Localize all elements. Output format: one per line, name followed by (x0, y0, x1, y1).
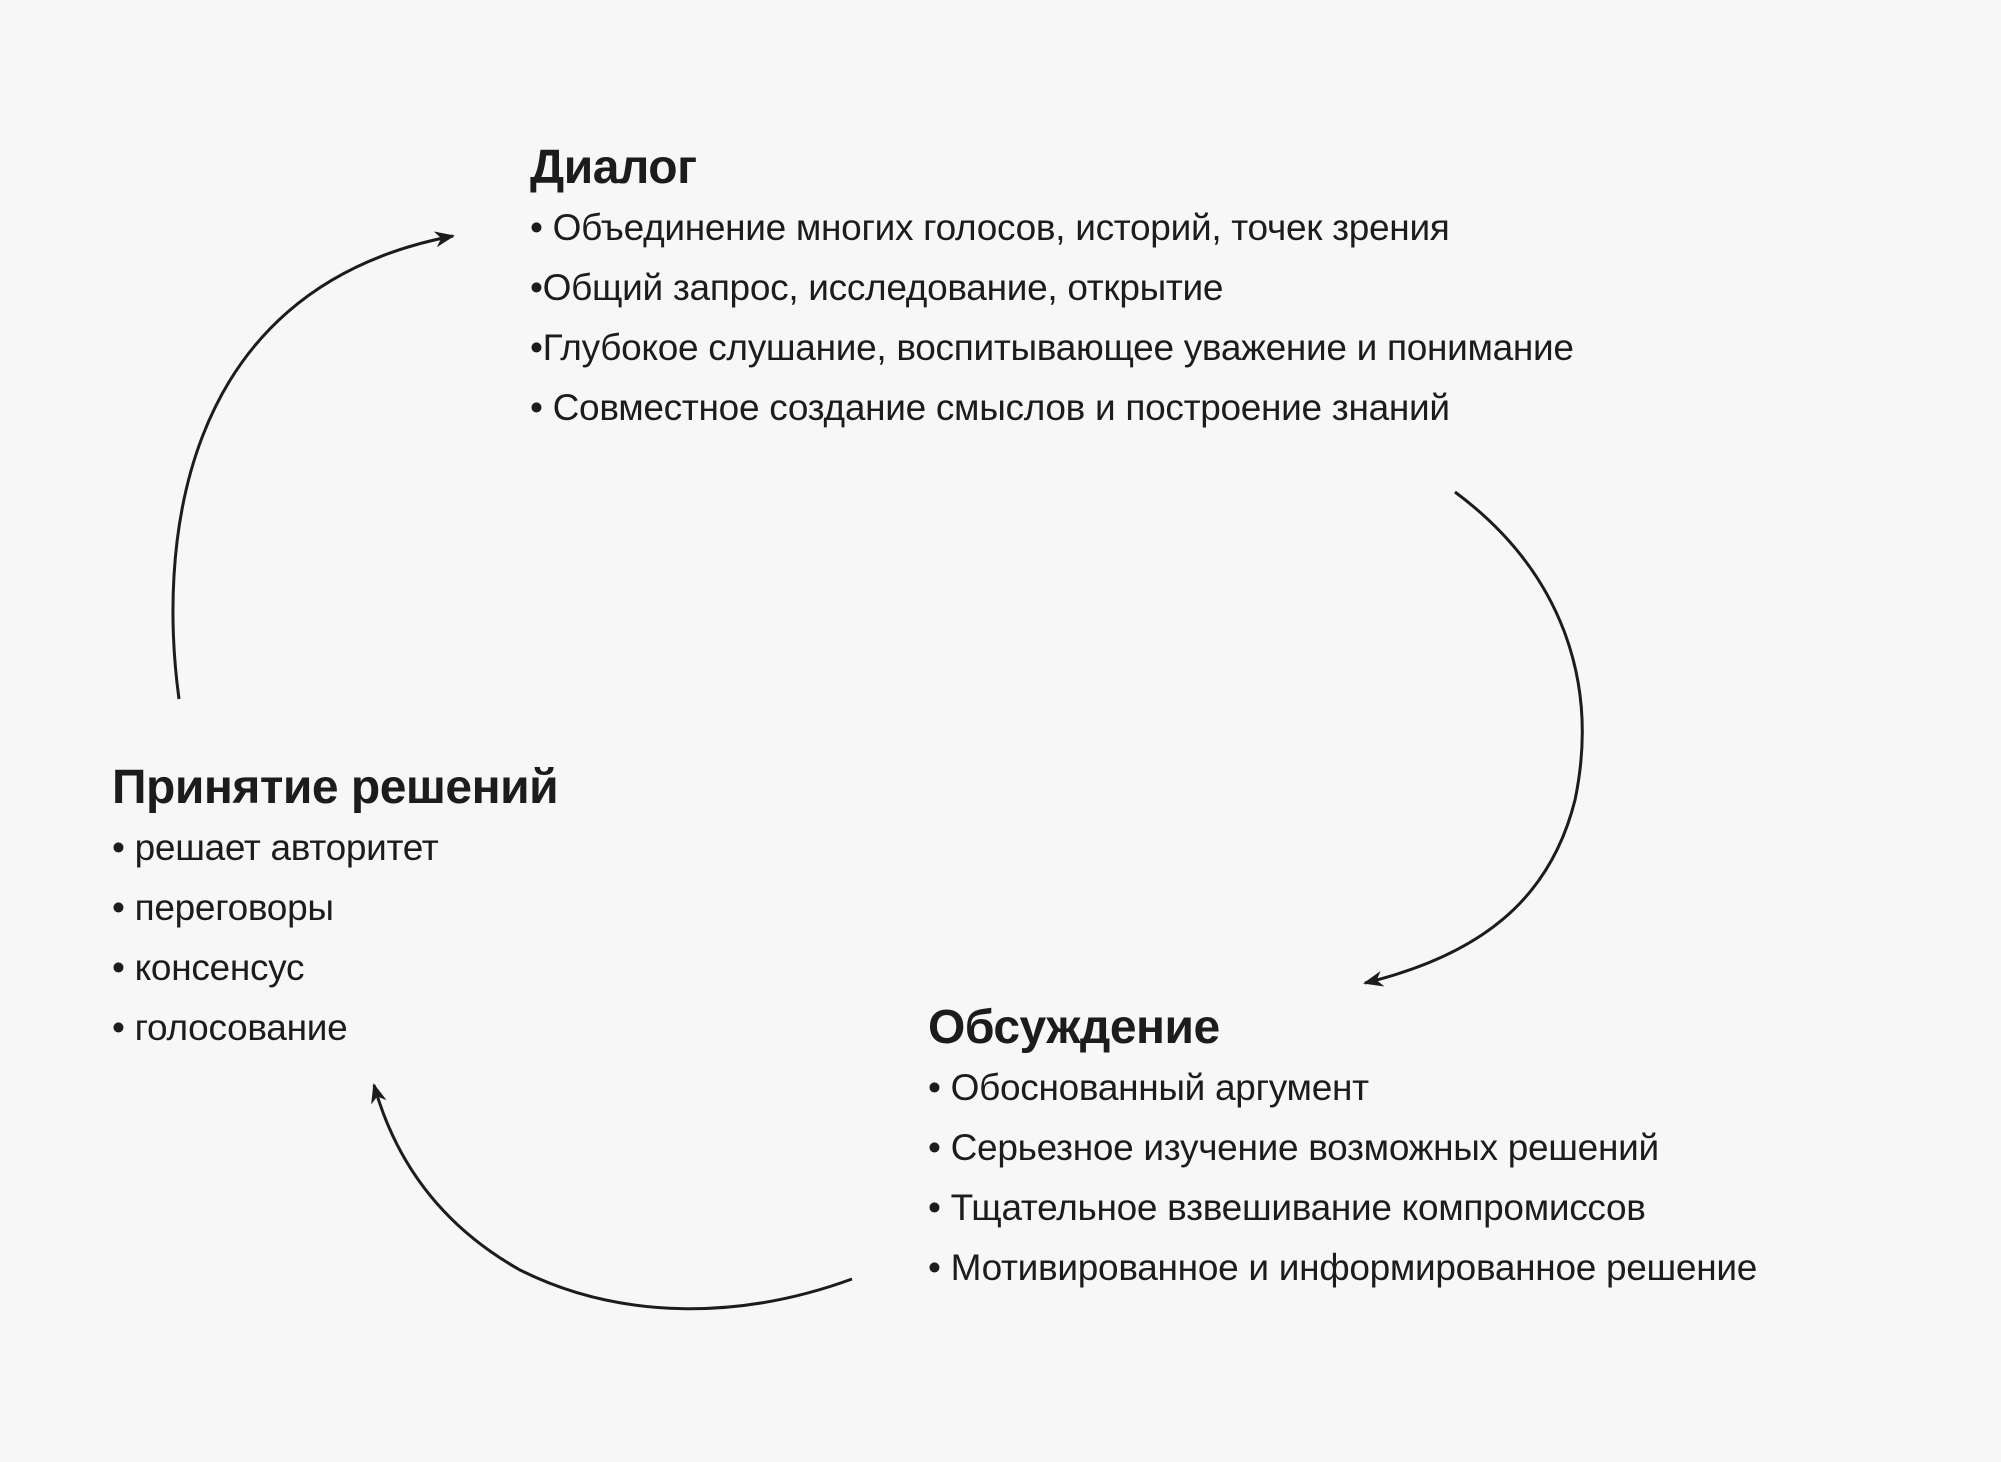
dialog-item: • Объединение многих голосов, историй, т… (530, 207, 1450, 248)
decision-item: • решает авторитет (112, 827, 439, 868)
dialog-item: • Совместное создание смыслов и построен… (530, 387, 1450, 428)
discussion-item: • Мотивированное и информированное решен… (928, 1247, 1757, 1288)
arrow-discussion-to-decision (371, 1083, 853, 1311)
decision-item: • консенсус (112, 947, 305, 988)
dialog-block: Диалог • Объединение многих голосов, ист… (530, 138, 1574, 438)
decision-block: Принятие решений • решает авторитет • пе… (112, 758, 559, 1058)
dialog-item: •Общий запрос, исследование, открытие (530, 267, 1224, 308)
decision-item: • переговоры (112, 887, 334, 928)
arrow-dialog-to-discussion (1363, 490, 1584, 987)
discussion-item: • Серьезное изучение возможных решений (928, 1127, 1659, 1168)
decision-title: Принятие решений (112, 761, 559, 814)
dialog-item: •Глубокое слушание, воспитывающее уважен… (530, 327, 1574, 368)
arrow-decision-to-dialog (171, 231, 455, 700)
discussion-item: • Обоснованный аргумент (928, 1067, 1369, 1108)
discussion-item: • Тщательное взвешивание компромиссов (928, 1187, 1646, 1228)
discussion-title: Обсуждение (928, 1001, 1220, 1054)
decision-item: • голосование (112, 1007, 348, 1048)
dialog-title: Диалог (530, 141, 697, 194)
discussion-block: Обсуждение • Обоснованный аргумент • Сер… (928, 998, 1757, 1298)
